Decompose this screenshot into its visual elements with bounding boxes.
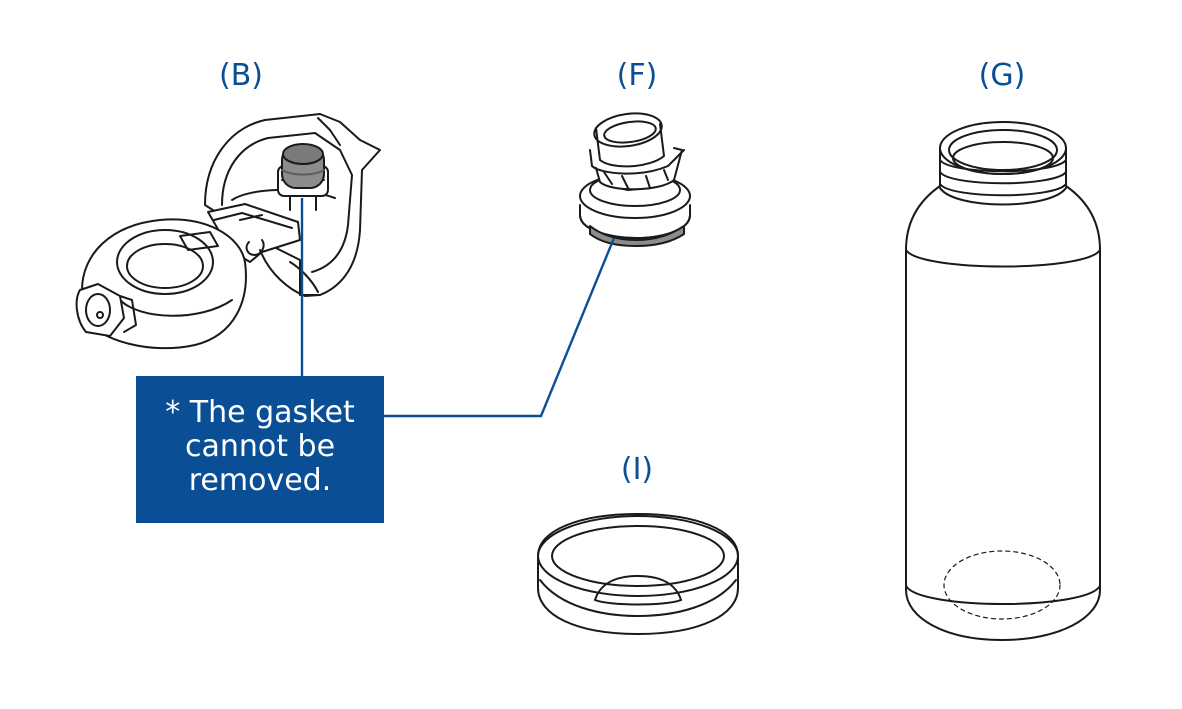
label-b: (B)	[219, 58, 263, 93]
note-line-2: cannot be	[184, 429, 336, 464]
label-g: (G)	[978, 58, 1026, 93]
stopper-f	[579, 112, 691, 247]
bottle-body-g	[905, 121, 1101, 641]
gasket-note-box: * The gasket cannot be removed.	[136, 376, 384, 523]
base-cup-i	[537, 513, 739, 635]
lid-assembly-b	[75, 113, 381, 350]
leader-line-f	[384, 237, 616, 418]
note-line-3: removed.	[188, 463, 332, 498]
label-f: (F)	[616, 58, 658, 93]
label-i: (I)	[620, 452, 654, 487]
note-line-1: * The gasket	[165, 395, 355, 430]
